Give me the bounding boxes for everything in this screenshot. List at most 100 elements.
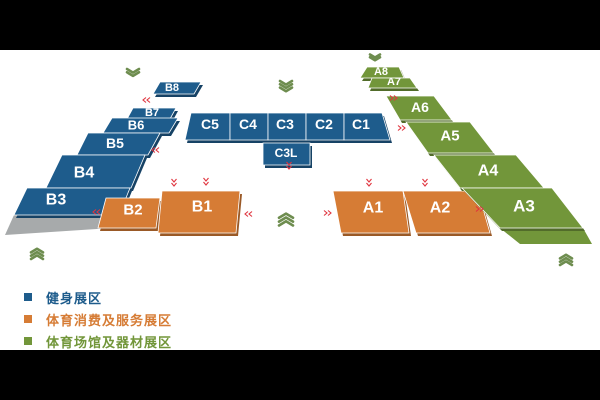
legend-label-venue: 体育场馆及器材展区 xyxy=(46,334,173,350)
direction-arrows-icon xyxy=(92,209,101,215)
hall-c4[interactable]: C4 xyxy=(229,112,270,143)
hall-label: B1 xyxy=(192,199,213,216)
hall-label: A4 xyxy=(478,163,499,180)
legend-label-fitness: 健身展区 xyxy=(46,290,103,306)
hall-a4[interactable]: A4 xyxy=(433,154,546,191)
hall-label: C2 xyxy=(315,116,333,132)
hall-label: A3 xyxy=(513,197,535,216)
direction-arrows-icon xyxy=(244,211,253,217)
hall-b4[interactable]: B4 xyxy=(45,154,147,191)
hall-face xyxy=(332,190,410,234)
direction-arrows-icon xyxy=(171,178,177,187)
hall-face xyxy=(102,117,179,134)
direction-arrows-icon xyxy=(286,161,292,170)
hall-label: B4 xyxy=(74,165,95,182)
chevron-up-icon xyxy=(29,250,45,257)
hall-face xyxy=(385,95,453,121)
hall-c3l[interactable]: C3L xyxy=(262,142,312,168)
direction-arrows-icon xyxy=(475,206,484,212)
hall-c5[interactable]: C5 xyxy=(184,112,232,143)
direction-arrows-icon xyxy=(397,125,406,131)
chevron-down-icon xyxy=(125,71,141,78)
hall-face xyxy=(461,187,584,229)
hall-a5[interactable]: A5 xyxy=(405,121,496,156)
hall-c2[interactable]: C2 xyxy=(305,112,346,143)
hall-face xyxy=(157,190,241,234)
hall-label: A6 xyxy=(411,99,429,115)
hall-face xyxy=(343,112,391,141)
hall-label: B7 xyxy=(145,107,159,119)
entrance-marker-b8 xyxy=(125,67,141,78)
hall-face xyxy=(367,77,418,89)
entrance-marker-a8 xyxy=(368,53,382,62)
direction-arrows-icon xyxy=(142,97,151,103)
legend-label-consumer: 体育消费及服务展区 xyxy=(46,312,173,328)
legend-item-fitness: 健身展区 xyxy=(24,286,172,308)
chevron-down-icon xyxy=(278,86,294,93)
hall-label: B3 xyxy=(46,192,67,209)
hall-face xyxy=(152,81,202,95)
hall-face xyxy=(76,132,161,156)
hall-b5[interactable]: B5 xyxy=(76,132,162,158)
hall-label: A8 xyxy=(374,66,388,78)
legend: 健身展区 体育消费及服务展区 体育场馆及器材展区 xyxy=(24,286,172,352)
chevron-down-icon xyxy=(125,67,141,74)
legend-swatch-venue xyxy=(24,337,32,345)
direction-arrows-icon xyxy=(323,210,332,216)
hall-b1[interactable]: B1 xyxy=(157,190,242,236)
hall-shadow xyxy=(500,228,592,244)
hall-c1[interactable]: C1 xyxy=(343,112,392,143)
chevron-down-icon xyxy=(368,55,382,62)
direction-arrows-icon xyxy=(389,95,398,101)
hall-label: C5 xyxy=(201,116,219,132)
chevron-down-icon xyxy=(278,79,294,86)
direction-arrows-icon xyxy=(151,147,160,153)
direction-arrows-icon xyxy=(203,177,209,186)
direction-arrows-icon xyxy=(422,178,428,187)
hall-b2[interactable]: B2 xyxy=(97,197,162,231)
hall-label: B6 xyxy=(128,118,145,133)
chevron-down-icon xyxy=(278,83,294,90)
direction-arrows-icon xyxy=(366,178,372,187)
entrance-marker-top xyxy=(278,79,294,93)
entrance-marker-left xyxy=(29,247,45,261)
hall-b6[interactable]: B6 xyxy=(102,117,180,137)
hall-label: A1 xyxy=(363,200,384,217)
chevron-up-icon xyxy=(29,254,45,261)
hall-label: C1 xyxy=(352,116,370,132)
chevron-up-icon xyxy=(558,253,574,260)
hall-c3[interactable]: C3 xyxy=(267,112,308,143)
legend-swatch-fitness xyxy=(24,293,32,301)
chevron-up-icon xyxy=(558,256,574,264)
legend-item-consumer: 体育消费及服务展区 xyxy=(24,308,172,330)
hall-face xyxy=(262,142,311,166)
hall-label: C3 xyxy=(276,116,294,132)
hall-face xyxy=(97,197,161,229)
hall-a2[interactable]: A2 xyxy=(402,190,492,236)
legend-swatch-consumer xyxy=(24,315,32,323)
hall-a7[interactable]: A7 xyxy=(367,76,419,91)
hall-b8[interactable]: B8 xyxy=(152,81,203,97)
hall-face xyxy=(405,121,495,154)
chevron-up-icon xyxy=(277,220,295,227)
chevron-up-icon xyxy=(277,216,295,223)
hall-shadow xyxy=(5,215,119,235)
hall-label: C3L xyxy=(275,146,298,160)
hall-label: B8 xyxy=(165,82,179,94)
hall-face xyxy=(402,190,491,234)
chevron-up-icon xyxy=(29,247,45,254)
hall-label: C4 xyxy=(239,116,257,132)
chevron-up-icon xyxy=(558,260,574,267)
chevron-down-icon xyxy=(368,53,382,59)
chevron-up-icon xyxy=(277,212,295,220)
hall-a1[interactable]: A1 xyxy=(332,190,411,236)
hall-label: A5 xyxy=(440,128,459,145)
hall-label: A2 xyxy=(430,200,451,217)
hall-a3[interactable]: A3 xyxy=(461,187,585,231)
legend-item-venue: 体育场馆及器材展区 xyxy=(24,330,172,352)
hall-label: A7 xyxy=(387,76,401,88)
entrance-marker-right xyxy=(558,253,574,267)
hall-a6[interactable]: A6 xyxy=(385,95,454,123)
